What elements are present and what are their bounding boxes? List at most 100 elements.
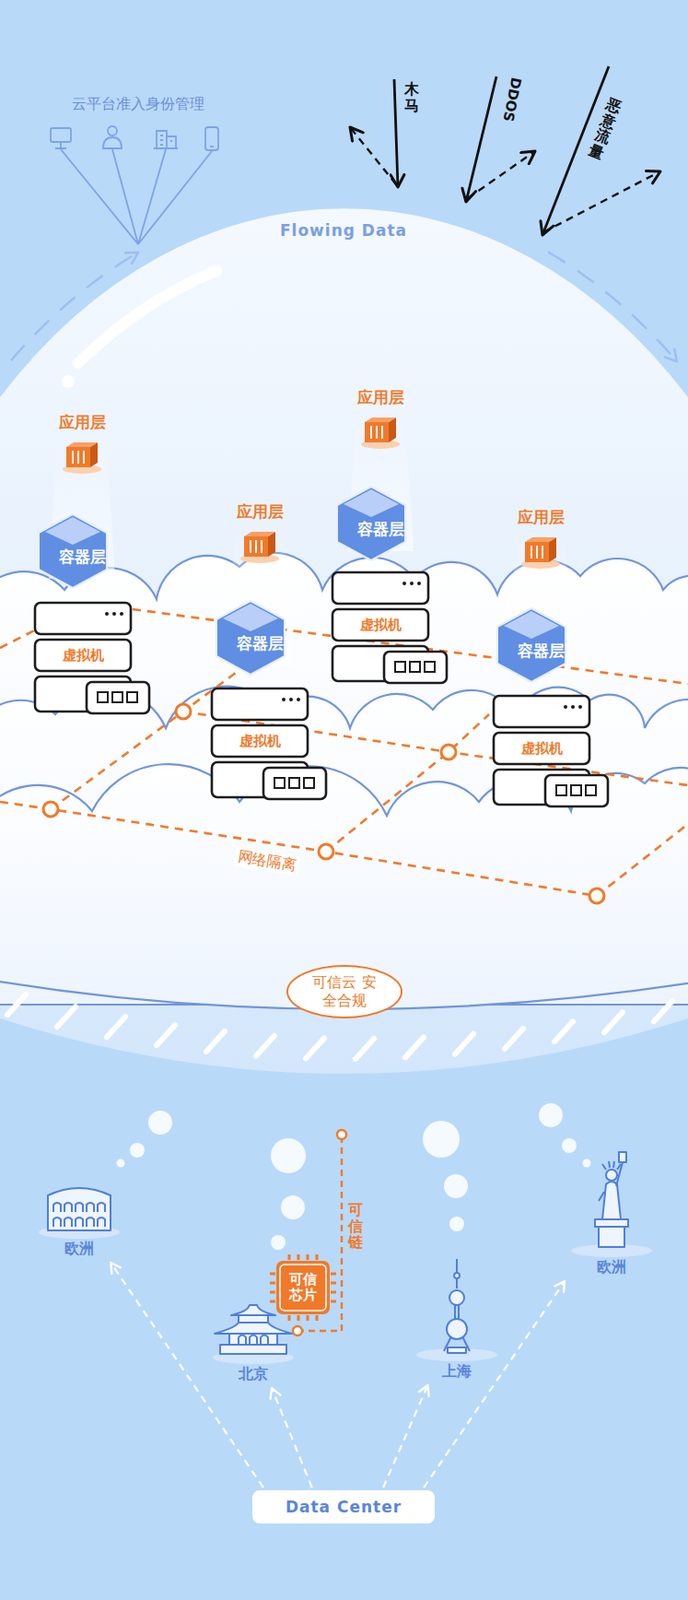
city-label: 北京 xyxy=(238,1364,269,1384)
box-front xyxy=(364,421,389,443)
dome-band-dash xyxy=(7,993,26,1015)
hex-node: 容器层 xyxy=(213,598,306,677)
vm-node: 虚拟机 xyxy=(330,570,451,685)
distribution-arrow xyxy=(271,1387,313,1487)
panel-square xyxy=(112,691,123,702)
label: 可信链 xyxy=(348,1201,363,1250)
box-front xyxy=(524,541,549,562)
layer-label: 容器层 xyxy=(35,547,129,566)
city-node: 欧洲 xyxy=(565,1146,658,1277)
bubble xyxy=(270,1137,306,1173)
layer-label: 应用层 xyxy=(357,386,405,409)
network-node-dot xyxy=(318,843,334,859)
app-node: 应用层 xyxy=(236,501,284,564)
dome-band-dash xyxy=(305,1037,325,1058)
path-shape xyxy=(64,1216,72,1226)
server-dot xyxy=(417,581,421,585)
layer-label: 容器层 xyxy=(213,633,306,653)
dome-band-dash xyxy=(57,1005,76,1027)
city-node: 上海 xyxy=(410,1254,503,1381)
node-shape xyxy=(33,1172,126,1237)
path-shape xyxy=(214,1321,292,1333)
network-isolation-line xyxy=(0,801,597,896)
chip-label: 可信 芯片 xyxy=(286,1271,320,1304)
server-panel xyxy=(86,681,150,713)
box-top xyxy=(66,442,98,447)
access-line xyxy=(60,149,139,245)
threat-arrow xyxy=(466,76,497,202)
colo-icon xyxy=(47,1187,111,1230)
node-shape xyxy=(207,1299,300,1363)
server-dot xyxy=(402,581,407,585)
path-shape xyxy=(231,1304,276,1315)
distribution-arrow xyxy=(423,1280,565,1487)
layer-label: 应用层 xyxy=(517,506,565,528)
server-dot xyxy=(296,697,301,701)
path-shape xyxy=(64,1201,72,1212)
vm-node: 虚拟机 xyxy=(491,693,612,808)
server-row xyxy=(211,688,308,720)
label-wrap: DDOS xyxy=(500,75,525,123)
dome-band-dash xyxy=(206,1030,225,1051)
city-label: 欧洲 xyxy=(64,1238,94,1259)
flow-arrow xyxy=(548,251,677,362)
label-wrap: Flowing Data xyxy=(279,221,408,240)
box-lines xyxy=(72,450,84,464)
server-row xyxy=(332,608,429,641)
dome-band-dash xyxy=(554,1020,573,1041)
identity-icons xyxy=(50,126,219,245)
rect-shape xyxy=(598,1224,625,1247)
threat-arrow xyxy=(394,79,398,187)
phone-icon xyxy=(205,127,219,151)
path-shape xyxy=(443,1258,470,1351)
node-shape xyxy=(565,1146,658,1256)
node-shape xyxy=(519,530,562,570)
app-node: 应用层 xyxy=(517,506,565,570)
phone-button xyxy=(209,145,214,148)
path-shape xyxy=(249,1334,257,1345)
panel-square xyxy=(556,784,567,795)
path-shape xyxy=(75,1201,83,1212)
box-top xyxy=(244,531,276,537)
city-node: 北京 xyxy=(207,1299,300,1384)
bubble xyxy=(538,1102,563,1127)
distribution-arrow xyxy=(383,1384,428,1487)
server-row xyxy=(34,602,131,634)
bubble xyxy=(148,1109,173,1134)
chip-inner xyxy=(279,1263,327,1310)
server-row xyxy=(211,724,308,757)
dome-band-dash xyxy=(106,1015,126,1037)
network-node-dot xyxy=(589,887,605,903)
rect-shape xyxy=(447,1346,467,1353)
label: 恶意流量 xyxy=(586,95,624,162)
deflected-arrow xyxy=(349,127,397,185)
hex-node: 容器层 xyxy=(494,606,587,684)
label-wrap: 恶意流量 xyxy=(586,95,624,162)
dome-highlight xyxy=(78,270,217,363)
bubble xyxy=(280,1194,305,1219)
vm-label: 虚拟机 xyxy=(34,639,131,671)
path-shape xyxy=(47,1187,111,1230)
circle-shape xyxy=(454,1271,460,1278)
chip-pin xyxy=(269,1253,337,1320)
server-dot xyxy=(289,697,293,701)
person-icon xyxy=(107,126,117,136)
box-front xyxy=(66,446,91,467)
path-shape xyxy=(598,1160,623,1201)
hexagon-top xyxy=(343,489,399,517)
server-dot xyxy=(409,581,414,585)
app-node: 应用层 xyxy=(58,411,106,475)
vm-label: 虚拟机 xyxy=(332,608,429,641)
box-top xyxy=(364,417,397,422)
tower-icon xyxy=(443,1258,470,1353)
path-shape xyxy=(602,1180,621,1219)
bubble xyxy=(270,1234,286,1249)
city-label: 欧洲 xyxy=(596,1257,627,1277)
access-line xyxy=(138,151,212,245)
app-node: 应用层 xyxy=(357,386,405,450)
chip-pin xyxy=(269,1253,337,1320)
flow-arrow xyxy=(11,252,139,361)
platform xyxy=(416,1347,498,1361)
box-lines xyxy=(250,539,262,553)
